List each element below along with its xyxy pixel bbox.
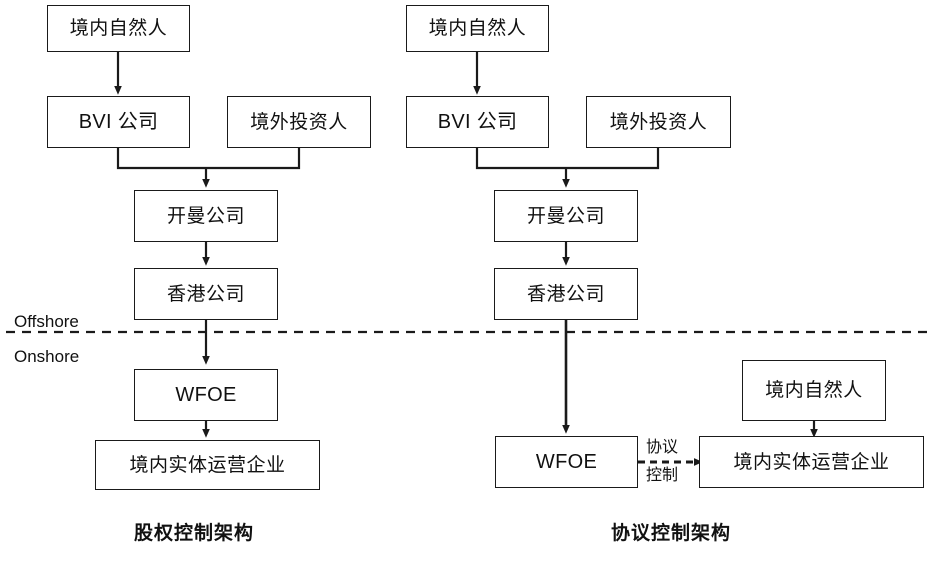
- edge-right-bvi-to-junction: [475, 148, 566, 170]
- left-node-offshore-investor[interactable]: 境外投资人: [227, 96, 371, 148]
- left-node-hongkong-company[interactable]: 香港公司: [134, 268, 278, 320]
- right-node-domestic-individual-2[interactable]: 境内自然人: [742, 360, 886, 421]
- right-structure-caption: 协议控制架构: [611, 523, 732, 544]
- right-node-hongkong-company[interactable]: 香港公司: [494, 268, 638, 320]
- left-node-wfoe[interactable]: WFOE: [134, 369, 278, 421]
- contractual-control-label-bottom: 控制: [645, 467, 678, 484]
- left-structure-caption: 股权控制架构: [134, 523, 255, 544]
- edge-right-investor-to-junction: [566, 148, 660, 170]
- left-node-operating-entity[interactable]: 境内实体运营企业: [95, 440, 320, 490]
- onshore-label: Onshore: [14, 347, 80, 366]
- left-node-domestic-individual[interactable]: 境内自然人: [47, 5, 190, 52]
- right-node-cayman-company[interactable]: 开曼公司: [494, 190, 638, 242]
- contractual-control-label-top: 协议: [645, 439, 678, 456]
- right-node-domestic-individual[interactable]: 境内自然人: [406, 5, 549, 52]
- right-node-operating-entity[interactable]: 境内实体运营企业: [699, 436, 924, 488]
- left-node-bvi-company[interactable]: BVI 公司: [47, 96, 190, 148]
- right-node-offshore-investor[interactable]: 境外投资人: [586, 96, 731, 148]
- edge-left-investor-to-junction: [206, 148, 301, 170]
- edge-left-bvi-to-junction: [116, 148, 206, 170]
- right-node-wfoe[interactable]: WFOE: [495, 436, 638, 488]
- offshore-label: Offshore: [14, 312, 79, 331]
- right-node-bvi-company[interactable]: BVI 公司: [406, 96, 549, 148]
- left-node-cayman-company[interactable]: 开曼公司: [134, 190, 278, 242]
